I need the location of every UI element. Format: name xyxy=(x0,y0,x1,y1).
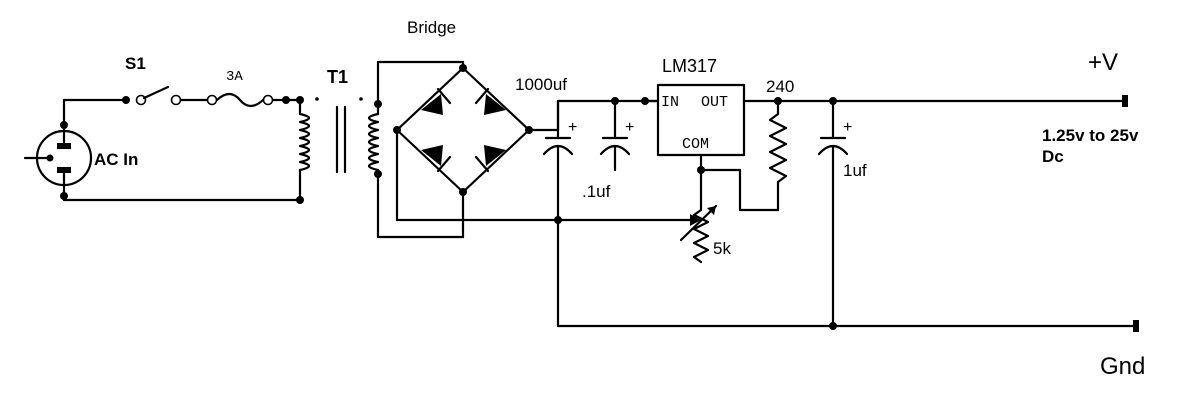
capacitor-0-1uf xyxy=(599,97,631,172)
reg-in-label: IN xyxy=(661,94,679,111)
ground-terminal xyxy=(1133,320,1139,332)
lm317-regulator xyxy=(641,83,782,174)
fuse-label: 3A xyxy=(226,69,243,85)
pot-label: 5k xyxy=(713,239,731,258)
ac-in-label: AC In xyxy=(94,150,138,169)
resistor-label: 240 xyxy=(766,77,794,96)
diode-1 xyxy=(421,87,452,115)
bridge-rectifier xyxy=(376,60,560,239)
ac-input xyxy=(23,98,93,202)
switch-label: S1 xyxy=(125,54,146,73)
capacitor-1uf xyxy=(817,97,849,330)
regulator-label: LM317 xyxy=(662,56,717,76)
cap-out-plus: + xyxy=(843,119,852,136)
switch-s1 xyxy=(122,85,209,106)
cap-bypass-label: .1uf xyxy=(582,182,611,201)
reg-com-label: COM xyxy=(682,136,709,153)
cap-bypass-plus: + xyxy=(625,119,634,136)
diode-2 xyxy=(474,87,506,115)
plus-v-label: +V xyxy=(1088,49,1118,76)
diode-4 xyxy=(474,145,506,173)
reg-out-label: OUT xyxy=(701,94,728,111)
fuse xyxy=(206,92,302,108)
output-range-label: 1.25v to 25v xyxy=(1042,126,1139,145)
output-terminal xyxy=(1122,95,1128,107)
cap-bulk-label: 1000uf xyxy=(515,75,567,94)
cap-out-label: 1uf xyxy=(843,161,867,180)
diode-3 xyxy=(421,145,452,173)
cap-bulk-plus: + xyxy=(568,119,577,136)
ground-label: Gnd xyxy=(1100,353,1145,380)
transformer-label: T1 xyxy=(327,67,348,87)
resistor-240 xyxy=(699,99,788,212)
output-type-label: Dc xyxy=(1042,147,1064,166)
potentiometer-5k xyxy=(556,168,718,264)
bridge-label: Bridge xyxy=(407,18,456,37)
transformer-t1 xyxy=(296,60,382,239)
